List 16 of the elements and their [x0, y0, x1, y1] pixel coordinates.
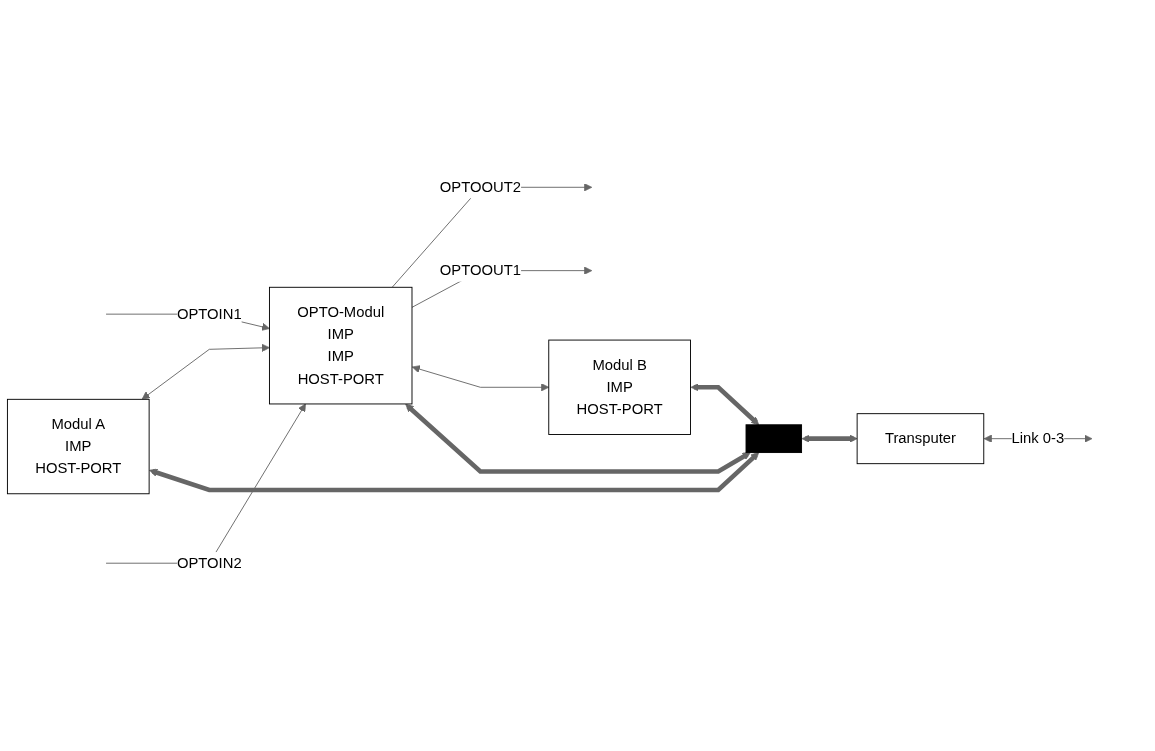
- node-bar: [745, 424, 803, 454]
- arrow: [405, 404, 751, 475]
- node-box: Transputer: [856, 413, 985, 465]
- arrow: [690, 383, 760, 426]
- node-box: OPTO-Modul IMP IMP HOST-PORT: [269, 287, 413, 405]
- node-box: Modul A IMP HOST-PORT: [6, 399, 150, 495]
- edge-label: OPTOIN2: [176, 555, 242, 571]
- edge-label: OPTOOUT2: [439, 179, 521, 195]
- edge-label: Link 0-3: [1011, 430, 1065, 447]
- arrow: [141, 344, 270, 400]
- arrow: [412, 365, 550, 392]
- edge-label: OPTOOUT1: [439, 262, 521, 279]
- arrow: [801, 434, 858, 443]
- edge-label: OPTOIN1: [176, 306, 242, 322]
- node-box: Modul B IMP HOST-PORT: [548, 339, 691, 436]
- arrow: [149, 452, 760, 493]
